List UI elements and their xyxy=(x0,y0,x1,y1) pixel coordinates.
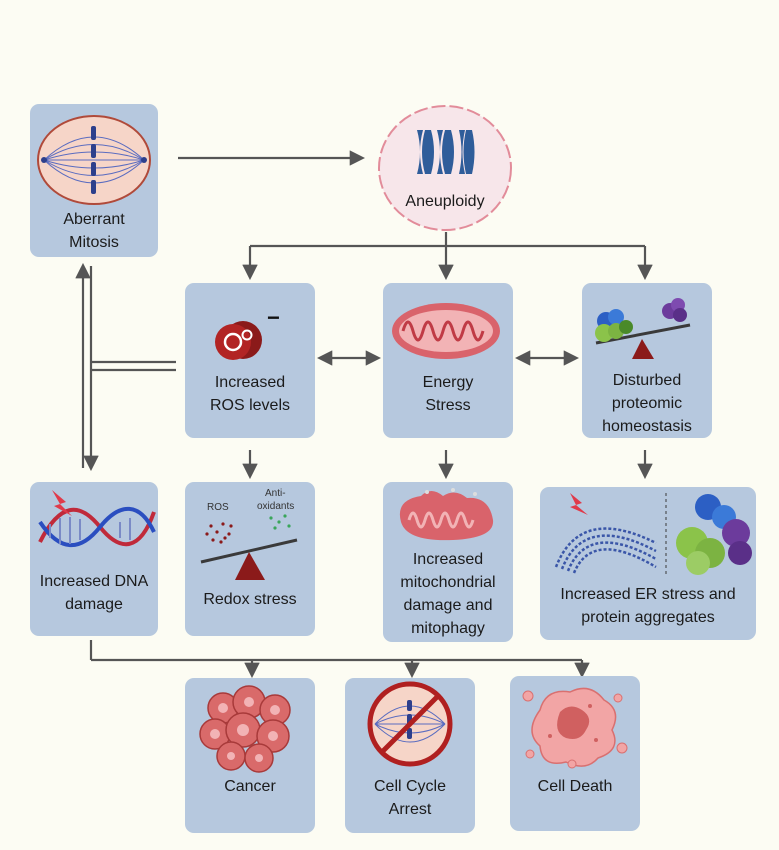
chromosome-cell-icon xyxy=(378,105,512,231)
node-label: Increased ROS levels xyxy=(209,374,291,414)
node-label: Energy Stress xyxy=(422,374,474,414)
endoplasmic-reticulum-icon xyxy=(554,527,657,574)
node-mitochondrial-damage: Increased mitochondrial damage and mitop… xyxy=(383,482,513,642)
anti-oxidants-text-2: oxidants xyxy=(257,501,294,512)
dna-helix-icon xyxy=(38,490,156,548)
node-proteomic-homeostasis: Disturbed proteomic homeostasis xyxy=(582,283,712,438)
protein-aggregate-icon xyxy=(676,494,752,575)
superoxide-charge: − xyxy=(267,305,280,330)
lightning-icon xyxy=(570,493,588,515)
apoptotic-cell-icon xyxy=(522,687,628,769)
node-er-stress: Increased ER stress and protein aggregat… xyxy=(540,487,756,640)
damaged-mitochondrion-icon xyxy=(399,488,494,541)
node-label: Cell Cycle Arrest xyxy=(373,778,446,818)
mitotic-spindle-icon xyxy=(37,115,151,205)
node-cancer: Cancer xyxy=(185,678,315,833)
node-aberrant-mitosis: Aberrant Mitosis xyxy=(30,104,158,257)
anti-oxidants-text-1: Anti- xyxy=(265,488,286,499)
node-redox-stress: ROS Anti- oxidants Redox stress xyxy=(185,482,315,636)
node-label: Increased mitochondrial damage and mitop… xyxy=(400,551,496,637)
tumor-cells-icon xyxy=(199,685,291,773)
protein-cluster-icon xyxy=(595,309,633,342)
node-cell-death: Cell Death xyxy=(510,676,640,831)
lightning-icon xyxy=(52,490,72,516)
node-label: Cancer xyxy=(224,778,276,795)
node-cell-cycle-arrest: Cell Cycle Arrest xyxy=(345,678,475,833)
node-label: Redox stress xyxy=(203,591,297,608)
node-label: Aberrant Mitosis xyxy=(63,211,125,251)
mitochondrion-icon xyxy=(392,303,500,359)
protein-aggregate-icon xyxy=(662,298,687,322)
node-energy-stress: Energy Stress xyxy=(383,283,513,438)
er-and-aggregate-icon xyxy=(554,493,752,575)
node-label: Disturbed proteomic homeostasis xyxy=(602,372,692,435)
prohibited-icon xyxy=(367,681,453,767)
ros-text: ROS xyxy=(207,502,229,513)
superoxide-icon: − xyxy=(215,305,280,360)
node-label: Increased DNA damage xyxy=(39,573,149,613)
redox-balance-icon: ROS Anti- oxidants xyxy=(200,488,298,580)
node-dna-damage: Increased DNA damage xyxy=(30,482,158,636)
node-label: Increased ER stress and protein aggregat… xyxy=(560,586,736,626)
node-aneuploidy: Aneuploidy xyxy=(375,102,515,232)
imbalance-scale-icon xyxy=(595,298,691,359)
node-ros-levels: − Increased ROS levels xyxy=(185,283,315,438)
node-label: Cell Death xyxy=(537,778,613,795)
node-label: Aneuploidy xyxy=(405,193,485,210)
arrested-mitosis-icon xyxy=(367,681,453,767)
